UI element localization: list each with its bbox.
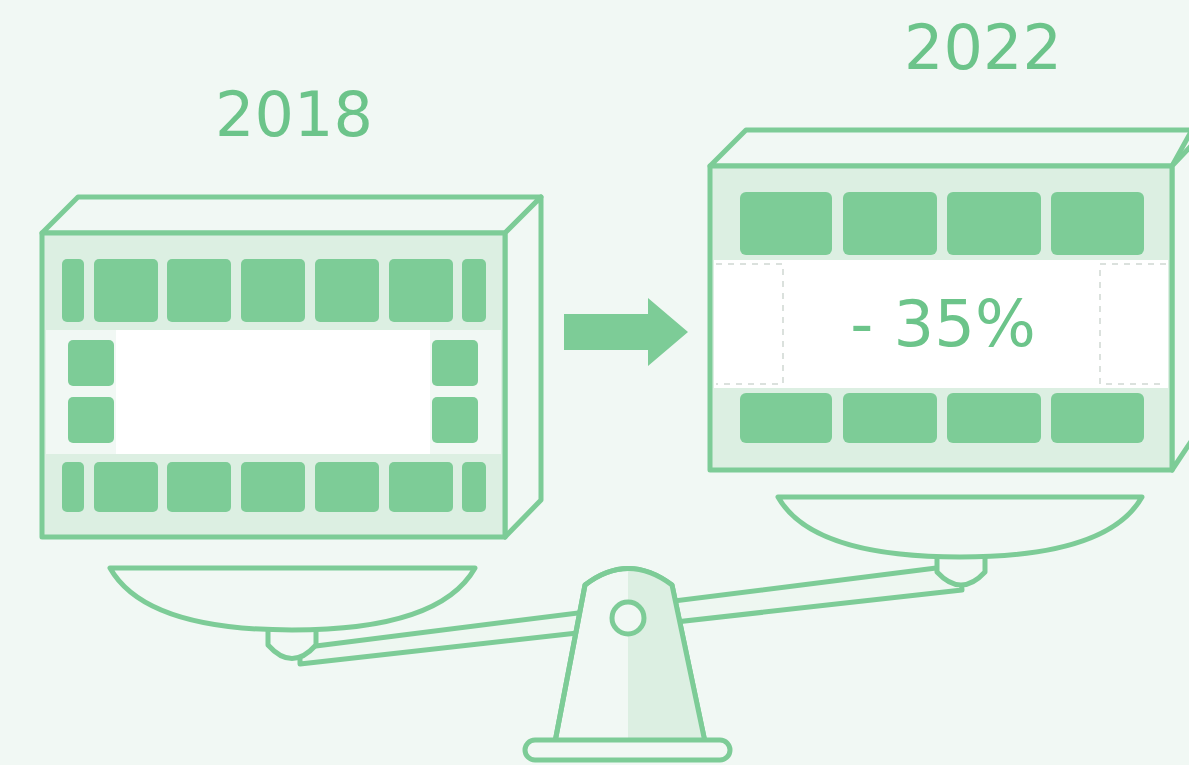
before-box: 2018: [42, 80, 542, 538]
change-label: - 35%: [850, 292, 1036, 356]
year-label: 2018: [215, 84, 373, 146]
block-arrow: [564, 298, 688, 366]
year-label: 2022: [904, 17, 1062, 79]
after-box: 2022 - 35%: [710, 10, 1172, 470]
